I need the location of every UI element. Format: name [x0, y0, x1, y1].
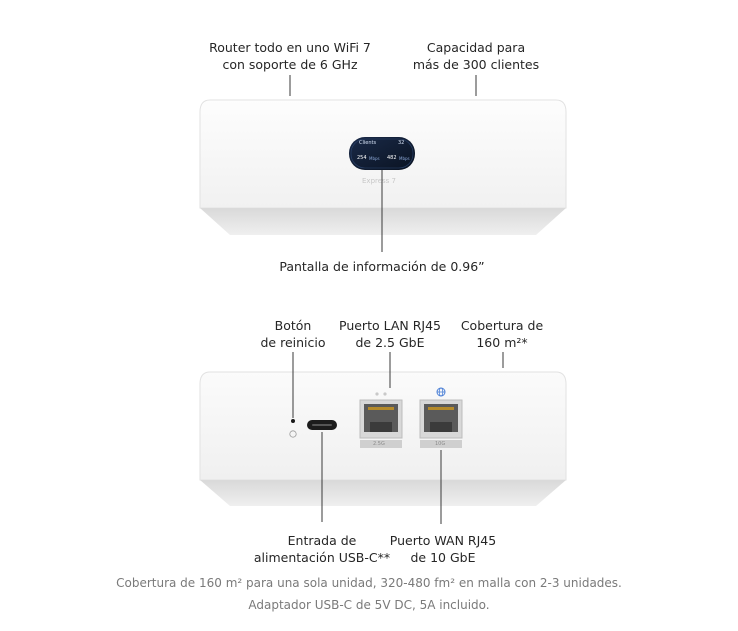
globe-icon: [436, 387, 446, 397]
reset-button-hole: [291, 419, 295, 423]
label-reset-line1: Botón: [274, 318, 312, 333]
footnote-coverage: Cobertura de 160 m² para una sola unidad…: [116, 576, 622, 590]
lan-port-tag: 2.5G: [373, 441, 385, 447]
screen-up-value: 482: [387, 155, 397, 161]
label-reset: Botón de reinicio: [248, 317, 338, 351]
label-wan: Puerto WAN RJ45 de 10 GbE: [383, 532, 503, 566]
label-router: Router todo en uno WiFi 7 con soporte de…: [201, 39, 379, 73]
reset-icon: [289, 430, 297, 438]
label-coverage: Cobertura de 160 m²*: [452, 317, 552, 351]
screen-title: Clients: [359, 140, 377, 146]
label-wan-line1: Puerto WAN RJ45: [389, 533, 497, 548]
front-device: [199, 99, 567, 235]
lan-port-icon: [359, 392, 403, 448]
label-coverage-line1: Cobertura de: [460, 318, 544, 333]
label-display: Pantalla de información de 0.96”: [279, 259, 485, 274]
label-coverage-line2: 160 m²*: [476, 335, 528, 350]
label-power: Entrada de alimentación USB-C**: [252, 532, 392, 566]
label-capacity: Capacidad para más de 300 clientes: [406, 39, 546, 73]
screen-down-value: 254: [357, 155, 367, 161]
label-router-line2: con soporte de 6 GHz: [222, 57, 358, 72]
label-power-line2: alimentación USB-C**: [253, 550, 391, 565]
leader-lines: [289, 75, 504, 524]
device-name: Express 7: [362, 177, 397, 185]
screen-up-unit: Mbps: [399, 156, 410, 161]
label-reset-line2: de reinicio: [260, 335, 326, 350]
wan-port-tag: 10G: [435, 441, 446, 447]
label-capacity-line2: más de 300 clientes: [412, 57, 540, 72]
screen-down-unit: Mbps: [369, 156, 380, 161]
info-screen: [349, 137, 415, 170]
label-wan-line2: de 10 GbE: [410, 550, 476, 565]
label-power-line1: Entrada de: [287, 533, 357, 548]
label-router-line1: Router todo en uno WiFi 7: [209, 40, 371, 55]
label-lan: Puerto LAN RJ45 de 2.5 GbE: [330, 317, 450, 351]
footnote-adapter: Adaptador USB-C de 5V DC, 5A incluido.: [248, 598, 490, 612]
label-lan-line2: de 2.5 GbE: [355, 335, 425, 350]
screen-count: 32: [398, 140, 405, 146]
back-device: [199, 371, 567, 506]
wan-port-icon: [419, 399, 463, 448]
label-capacity-line1: Capacidad para: [426, 40, 526, 55]
label-lan-line1: Puerto LAN RJ45: [339, 318, 441, 333]
